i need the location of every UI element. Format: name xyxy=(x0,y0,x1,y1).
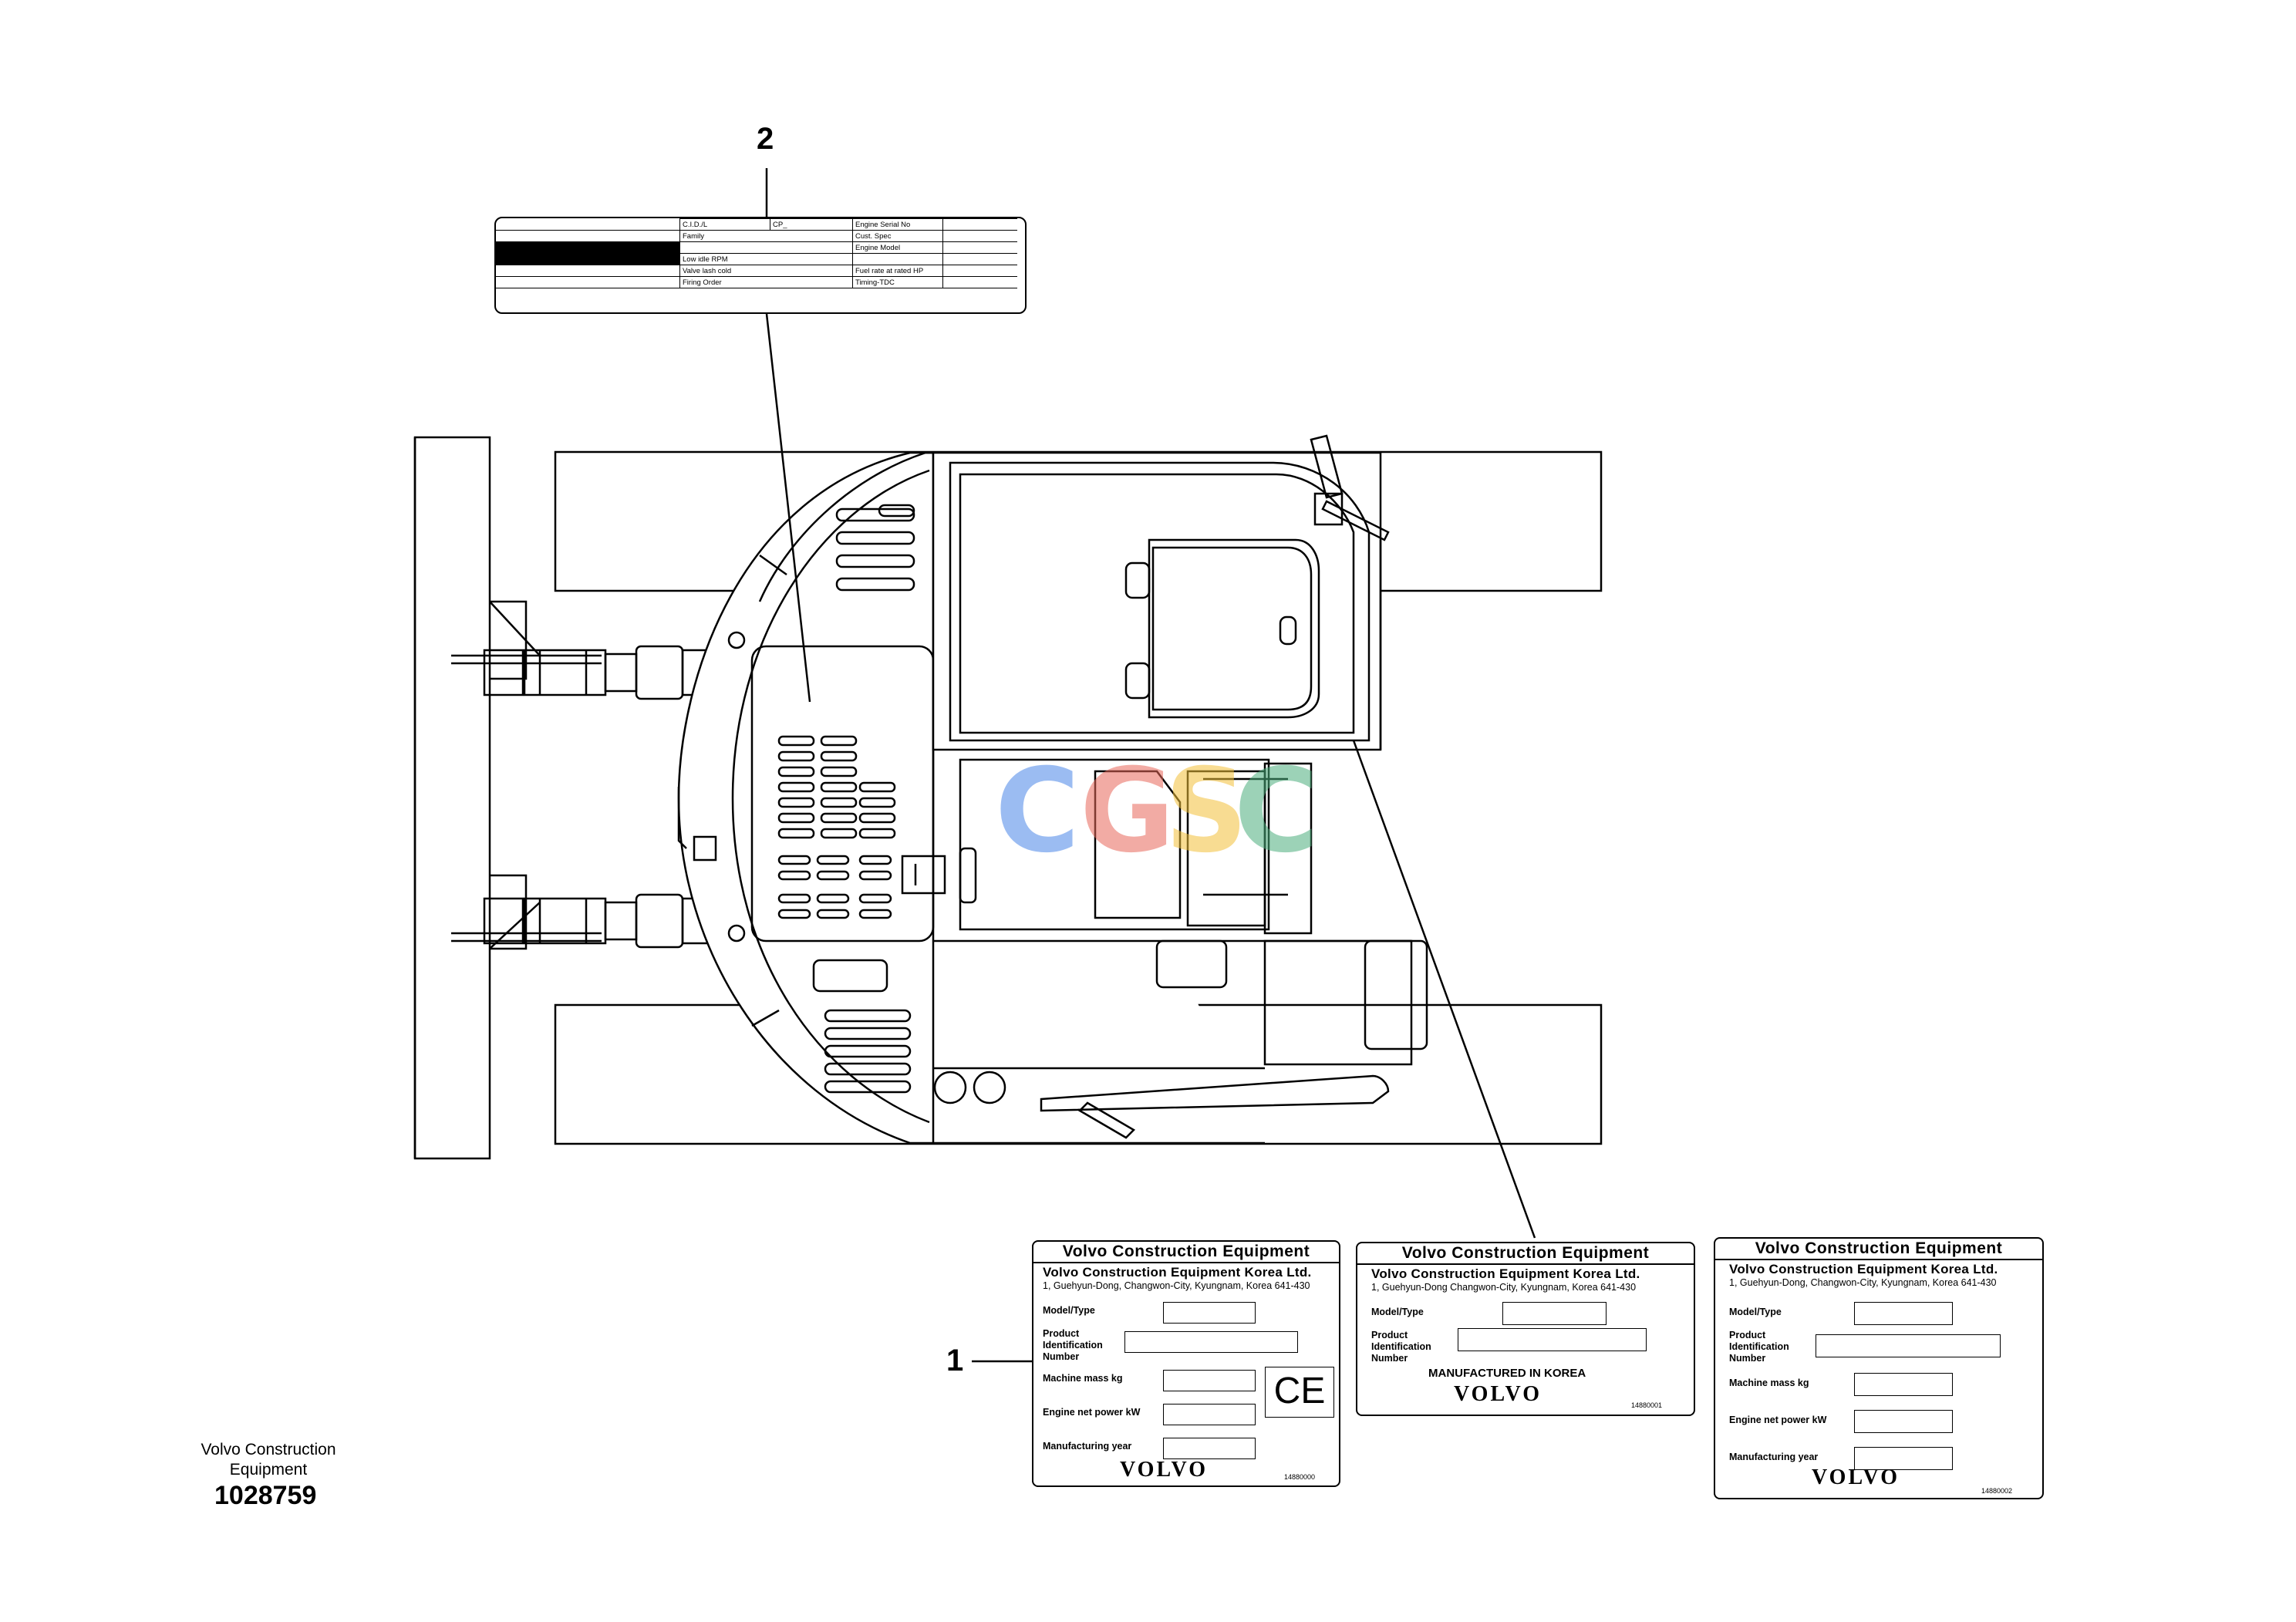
label-model-type: Model/Type xyxy=(1043,1305,1095,1316)
cell-firing-order: Firing Order xyxy=(679,276,853,288)
product-plate-korea: Volvo Construction Equipment Volvo Const… xyxy=(1356,1242,1695,1416)
cell-engine-serial: Engine Serial No xyxy=(852,218,943,231)
label-manufacturing-year: Manufacturing year xyxy=(1729,1452,1819,1462)
watermark-letter-c2: C xyxy=(1234,744,1320,878)
field-model-type xyxy=(1854,1302,1953,1325)
cell-valve-lash: Valve lash cold xyxy=(679,265,853,277)
field-engine-power xyxy=(1163,1404,1256,1425)
cell-engine-model: Engine Model xyxy=(852,241,943,254)
ce-mark: CE xyxy=(1265,1367,1334,1418)
label-engine-power: Engine net power kW xyxy=(1729,1415,1827,1425)
boom-swing-area xyxy=(959,758,1428,1139)
plate-header: Volvo Construction Equipment xyxy=(1715,1239,2042,1260)
operator-cab xyxy=(932,434,1390,751)
watermark-letter-s: S xyxy=(1165,744,1249,878)
label-product-id: Product Identification Number xyxy=(1043,1328,1103,1362)
dozer-blade xyxy=(413,436,541,1160)
cell-blank xyxy=(942,230,1017,242)
watermark-letter-g: G xyxy=(1080,744,1175,878)
field-manufacturing-year xyxy=(1163,1438,1256,1459)
engine-hood-vents xyxy=(777,735,946,919)
callout-2: 2 xyxy=(757,122,774,156)
cell-fuel-rate: Fuel rate at rated HP xyxy=(852,265,943,277)
volvo-logo: VOLVO xyxy=(1454,1382,1542,1406)
plate-company: Volvo Construction Equipment Korea Ltd. xyxy=(1043,1265,1312,1280)
cell-blank xyxy=(942,265,1017,277)
dozer-cylinder-upper xyxy=(451,645,727,700)
callout-1: 1 xyxy=(946,1344,964,1378)
watermark-letter-c1: C xyxy=(995,744,1081,878)
cell-timing: Timing-TDC xyxy=(852,276,943,288)
product-plate-standard: Volvo Construction Equipment Volvo Const… xyxy=(1714,1237,2044,1499)
engine-label-black-bar xyxy=(496,218,680,231)
plate-code: 14880001 xyxy=(1631,1401,1663,1409)
volvo-logo: VOLVO xyxy=(1120,1458,1208,1482)
field-product-id xyxy=(1124,1331,1298,1353)
cell-cust-spec: Cust. Spec xyxy=(852,230,943,242)
cell-blank xyxy=(942,241,1017,254)
label-machine-mass: Machine mass kg xyxy=(1729,1378,1809,1388)
footer-company-line2: Equipment xyxy=(229,1461,308,1479)
label-manufacturing-year: Manufacturing year xyxy=(1043,1441,1132,1452)
engine-label-black-band xyxy=(496,253,680,265)
label-model-type: Model/Type xyxy=(1371,1307,1424,1317)
cell-engine-serial-value xyxy=(942,218,1017,231)
label-product-id: Product Identification Number xyxy=(1729,1330,1789,1364)
plate-header: Volvo Construction Equipment xyxy=(1357,1243,1694,1265)
footer-company-line1: Volvo Construction xyxy=(201,1441,336,1458)
cell-blank xyxy=(942,276,1017,288)
cell-blank xyxy=(679,241,853,254)
engine-data-table: C.I.D./L CP_ Engine Serial No Family Cus… xyxy=(496,218,1017,288)
plate-company: Volvo Construction Equipment Korea Ltd. xyxy=(1371,1266,1640,1281)
manufactured-in-korea: MANUFACTURED IN KOREA xyxy=(1428,1367,1586,1380)
label-model-type: Model/Type xyxy=(1729,1307,1782,1317)
plate-code: 14880002 xyxy=(1981,1487,2013,1495)
field-machine-mass xyxy=(1163,1370,1256,1391)
cell-blank xyxy=(496,230,680,242)
plate-address: 1, Guehyun-Dong, Changwon-City, Kyungnam… xyxy=(1729,1277,1997,1288)
label-product-id: Product Identification Number xyxy=(1371,1330,1431,1364)
dozer-cylinder-lower xyxy=(451,893,727,949)
document-number: 1028759 xyxy=(214,1481,317,1510)
label-machine-mass: Machine mass kg xyxy=(1043,1373,1123,1384)
cell-blank xyxy=(496,276,680,288)
footer-company: Volvo Construction Equipment xyxy=(187,1440,349,1480)
cell-blank xyxy=(942,253,1017,265)
field-machine-mass xyxy=(1854,1373,1953,1396)
cell-cp: CP_ xyxy=(770,218,853,231)
volvo-logo: VOLVO xyxy=(1812,1465,1900,1489)
cell-blank xyxy=(852,253,943,265)
field-manufacturing-year xyxy=(1854,1447,1953,1470)
field-product-id xyxy=(1816,1334,2001,1357)
cgsc-watermark: C G S C xyxy=(995,744,1334,883)
plate-address: 1, Guehyun-Dong, Changwon-City, Kyungnam… xyxy=(1043,1280,1310,1291)
field-model-type xyxy=(1502,1302,1607,1325)
cell-blank xyxy=(496,265,680,277)
plate-code: 14880000 xyxy=(1284,1473,1316,1481)
engine-data-label: C.I.D./L CP_ Engine Serial No Family Cus… xyxy=(494,217,1027,314)
field-model-type xyxy=(1163,1302,1256,1324)
field-engine-power xyxy=(1854,1410,1953,1433)
plate-company: Volvo Construction Equipment Korea Ltd. xyxy=(1729,1262,1998,1276)
field-product-id xyxy=(1458,1328,1647,1351)
leader-lines xyxy=(765,168,1536,1363)
label-engine-power: Engine net power kW xyxy=(1043,1407,1141,1418)
cell-low-idle: Low idle RPM xyxy=(679,253,853,265)
plate-header: Volvo Construction Equipment xyxy=(1033,1242,1339,1263)
product-plate-ce: Volvo Construction Equipment Volvo Const… xyxy=(1032,1240,1340,1487)
cell-cid: C.I.D./L xyxy=(679,218,770,231)
engine-label-black-band xyxy=(496,241,680,254)
cell-family: Family xyxy=(679,230,853,242)
plate-address: 1, Guehyun-Dong Changwon-City, Kyungnam,… xyxy=(1371,1282,1637,1293)
